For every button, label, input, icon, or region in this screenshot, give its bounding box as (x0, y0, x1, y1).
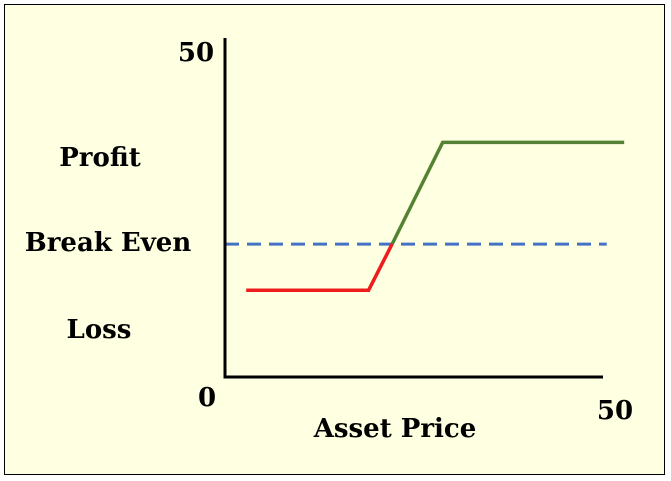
chart-frame (4, 4, 665, 475)
zone-label-break-even: Break Even (25, 228, 192, 258)
chart-marks (225, 140, 625, 292)
zone-label-profit: Profit (59, 143, 141, 173)
y-tick-label-max: 50 (178, 38, 214, 68)
payoff-line-profit (390, 140, 625, 245)
x-axis-title: Asset Price (313, 414, 477, 444)
x-tick-label-max: 50 (597, 396, 633, 426)
payoff-line-loss (246, 243, 394, 292)
zone-label-loss: Loss (67, 315, 132, 345)
x-tick-label-origin: 0 (198, 383, 216, 413)
